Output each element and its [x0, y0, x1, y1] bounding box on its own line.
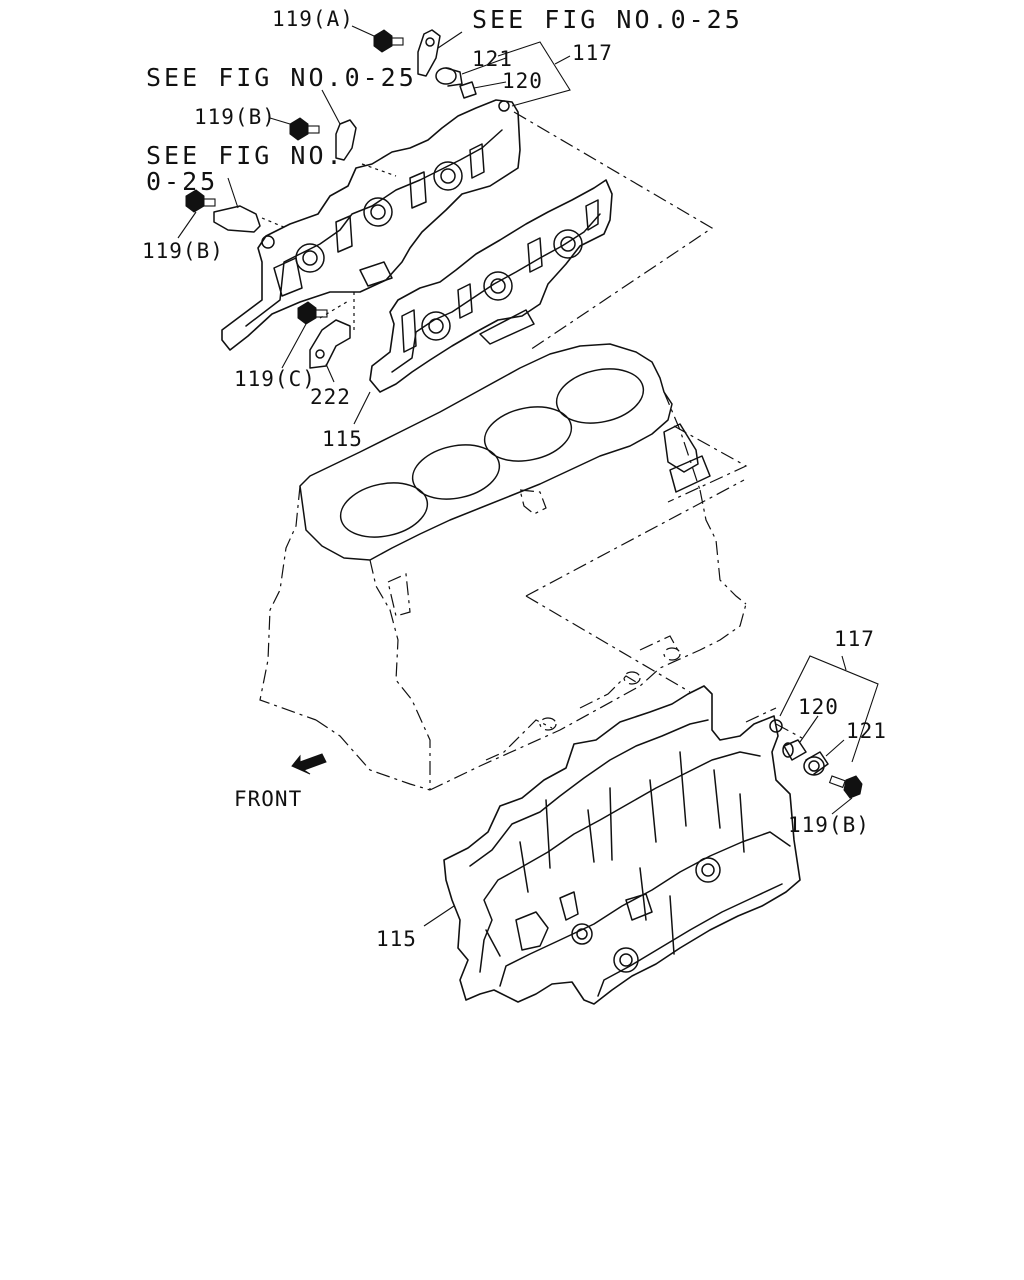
- label-121-top: 121: [472, 47, 513, 71]
- callout-labels: 119(A) SEE FIG NO.0-25 121 117 120 SEE F…: [142, 5, 887, 951]
- label-119c: 119(C): [234, 367, 316, 391]
- label-120-top: 120: [502, 69, 543, 93]
- bolt-119a: [351, 25, 404, 53]
- bracket-222: [309, 319, 351, 369]
- bracket-mid: [335, 119, 357, 161]
- label-222: 222: [310, 385, 351, 409]
- label-119b-upper: 119(B): [194, 105, 276, 129]
- label-120-bottom: 120: [798, 695, 839, 719]
- bolt-119b-left: [177, 189, 216, 239]
- label-see-fig-mid: SEE FIG NO.0-25: [146, 63, 417, 92]
- lower-heat-shield-plate: [443, 685, 801, 1005]
- lower-heat-shield: [423, 685, 801, 1005]
- label-119b-left: 119(B): [142, 239, 224, 263]
- front-arrow-icon: [291, 753, 327, 775]
- label-115-top: 115: [322, 427, 363, 451]
- nut-121-top: [435, 57, 507, 87]
- upper-fasteners: [177, 25, 571, 425]
- block-top-deck: [299, 343, 673, 561]
- upper-heat-shield-assembly: [221, 99, 613, 393]
- label-119b-bottom: 119(B): [788, 813, 870, 837]
- leader-lines: [261, 111, 803, 739]
- cylinder-block: [259, 343, 747, 791]
- stud-120-top: [459, 81, 507, 99]
- label-117-bottom: 117: [834, 627, 875, 651]
- label-see-fig-top: SEE FIG NO.0-25: [472, 5, 743, 34]
- bolt-119b-bottom: [828, 775, 863, 815]
- label-117-top: 117: [572, 41, 613, 65]
- label-front: FRONT: [234, 787, 302, 811]
- bracket-top: [417, 29, 441, 77]
- nut-121-bottom: [803, 739, 845, 776]
- label-see-fig-left-2: 0-25: [146, 167, 218, 196]
- label-121-bottom: 121: [846, 719, 887, 743]
- label-119a: 119(A): [272, 7, 354, 31]
- label-115-bottom: 115: [376, 927, 417, 951]
- bolt-119b-upper: [269, 117, 320, 141]
- lower-fasteners: [779, 655, 879, 815]
- bracket-left: [213, 205, 261, 233]
- stud-120-bottom: [782, 715, 819, 761]
- label-see-fig-left-1: SEE FIG NO.: [146, 141, 345, 170]
